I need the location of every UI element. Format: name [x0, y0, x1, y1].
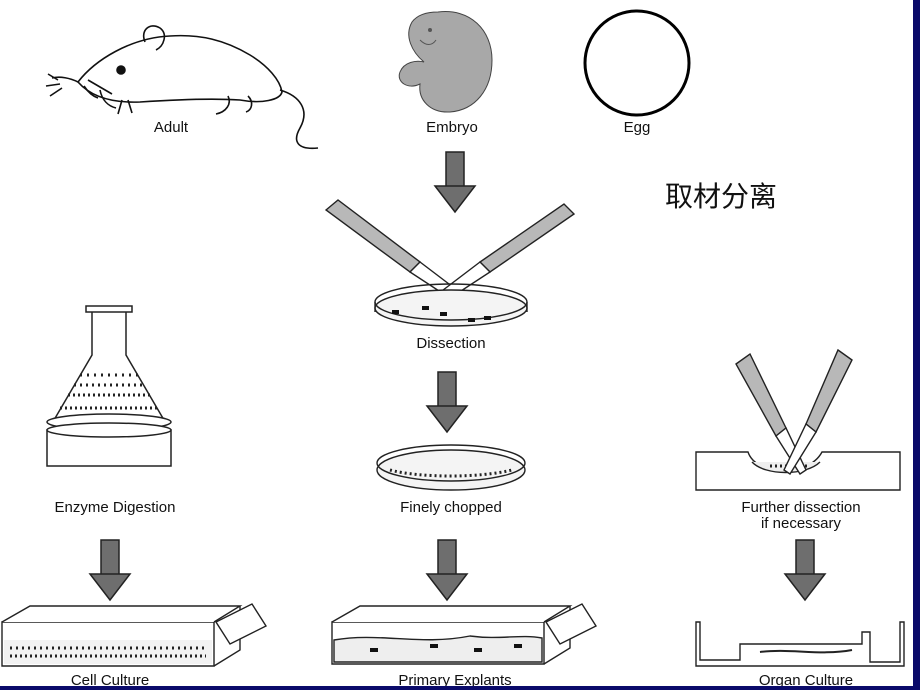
embryo-illustration [398, 11, 493, 113]
frame-border-right [913, 0, 920, 690]
arrow-to-organ-culture [784, 539, 826, 601]
arrow-to-finely-chopped [426, 371, 468, 433]
label-further-dissection-line1: Further dissection [741, 499, 861, 516]
primary-explants-flask [331, 603, 598, 665]
dissection-illustration [324, 199, 576, 327]
further-dissection-illustration [695, 348, 901, 491]
mouse-illustration [45, 25, 319, 150]
label-cell-culture: Cell Culture [70, 672, 150, 689]
egg-illustration [583, 9, 691, 117]
organ-culture-dish [695, 621, 905, 667]
label-egg: Egg [623, 119, 651, 136]
label-embryo: Embryo [426, 119, 478, 136]
enzyme-flask [46, 305, 172, 467]
label-further-dissection: Further dissection if necessary [706, 500, 896, 532]
frame-border-bottom [0, 686, 920, 690]
arrow-to-dissection [434, 151, 476, 213]
label-organ-culture: Organ Culture [758, 672, 854, 689]
cell-culture-flask [1, 603, 268, 667]
finely-chopped-dish [376, 444, 526, 491]
label-dissection: Dissection [416, 335, 486, 352]
label-further-dissection-line2: if necessary [760, 515, 842, 532]
label-primary-explants: Primary Explants [398, 672, 512, 689]
label-finely-chopped: Finely chopped [400, 499, 502, 516]
label-enzyme-digestion: Enzyme Digestion [54, 499, 176, 516]
arrow-to-cell-culture [89, 539, 131, 601]
section-title: 取材分离 [665, 180, 778, 213]
arrow-to-primary-explants [426, 539, 468, 601]
label-adult: Adult [153, 119, 189, 136]
